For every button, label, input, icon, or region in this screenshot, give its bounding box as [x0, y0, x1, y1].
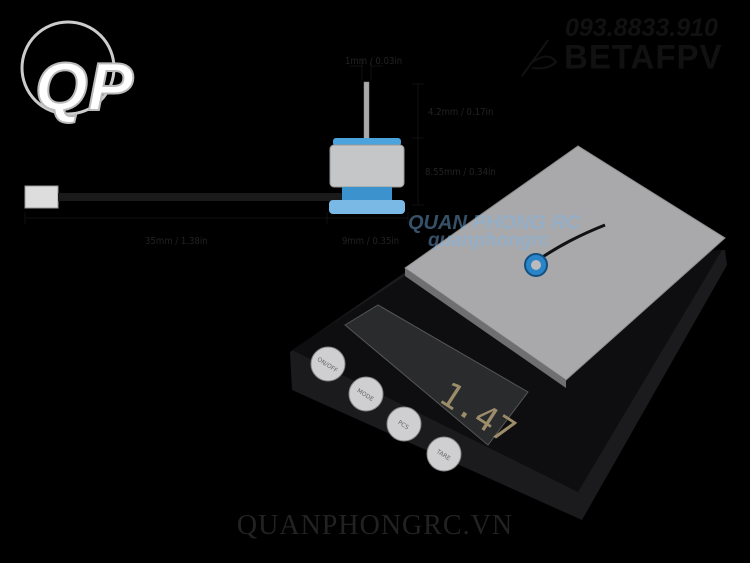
scale-display — [344, 304, 529, 446]
motor-diameter-label: 9mm / 0.35in — [342, 236, 400, 247]
shaft-diameter-label: 1mm / 0.03in — [345, 56, 403, 67]
wire-length-label: 35mm / 1.38in — [145, 236, 208, 247]
motor-bell — [329, 144, 405, 188]
shaft-length-label: 4.2mm / 0.17in — [428, 107, 494, 118]
motor-mount — [329, 200, 405, 214]
motor-wire — [58, 193, 368, 201]
website-footer: QUANPHONGRC.VN — [236, 510, 514, 541]
motor-small-cap — [531, 260, 541, 270]
quanphong-logo-watermark: QP — [20, 20, 135, 126]
watermark-title: QUAN PHONG RC — [408, 212, 581, 234]
motor-base — [342, 187, 392, 202]
motor-bell-top — [333, 138, 401, 146]
motor-height-label: 8.55mm / 0.34in — [425, 167, 496, 178]
brand-name: BETAFPV — [564, 37, 723, 76]
svg-text:QP: QP — [35, 49, 134, 125]
phone-number: 093.8833.910 — [565, 14, 718, 42]
scale-plate-edge — [405, 268, 566, 388]
scale-buttons: ON/OFF MODE PCS TARE — [310, 346, 462, 472]
dimension-lines — [24, 60, 424, 224]
watermark-sub: quanphongrc — [428, 230, 550, 251]
betafpv-logo-icon — [521, 39, 558, 77]
motor-shaft — [363, 81, 370, 141]
motor-connector — [24, 185, 59, 209]
